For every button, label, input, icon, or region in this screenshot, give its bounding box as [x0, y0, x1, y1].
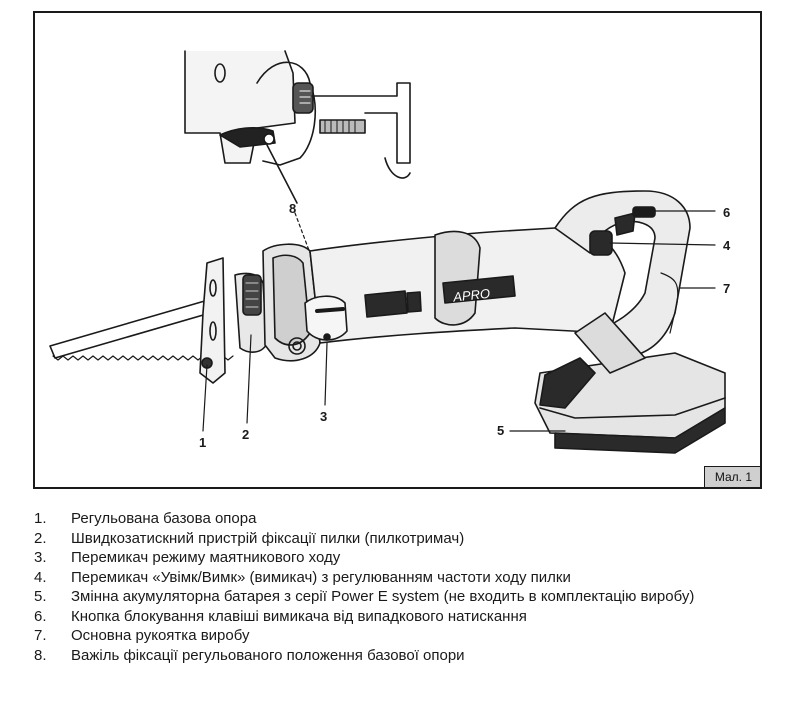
callout-1: 1 — [199, 435, 207, 450]
legend-text: Швидкозатискний пристрій фіксації пилки … — [71, 529, 465, 547]
legend-number: 7. — [34, 627, 47, 644]
callout-7: 7 — [723, 281, 731, 296]
legend-number: 3. — [34, 549, 47, 566]
legend-text: Регульована базова опора — [71, 510, 257, 527]
legend-item: 7. Основна рукоятка виробу — [34, 626, 768, 646]
legend-number: 5. — [34, 588, 47, 605]
parts-legend: 1. Регульована базова опора 2. Швидкозатис… — [34, 509, 768, 665]
legend-text: Кнопка блокування клавіші вимикача від в… — [71, 607, 527, 625]
legend-text: Важіль фіксації регульованого положення … — [71, 646, 465, 664]
figure-frame: APRO 8 1 2 3 6 4 7 5 Мал. 1 — [33, 11, 762, 489]
reciprocating-saw-illustration: APRO — [49, 50, 726, 454]
callout-4: 4 — [723, 238, 731, 253]
callout-3: 3 — [320, 409, 328, 424]
legend-item: 2. Швидкозатискний пристрій фіксації пилк… — [34, 529, 768, 549]
legend-item: 8. Важіль фіксації регульованого положенн… — [34, 646, 768, 666]
callout-5: 5 — [497, 423, 505, 438]
legend-item: 1. Регульована базова опора — [34, 509, 768, 529]
inset-detail — [184, 50, 411, 204]
callout-2: 2 — [242, 427, 250, 442]
legend-item: 6. Кнопка блокування клавіші вимикача від… — [34, 607, 768, 627]
legend-number: 4. — [34, 568, 47, 586]
callout-leaders — [202, 210, 716, 432]
legend-number: 2. — [34, 529, 47, 547]
legend-text: Перемикач «Увімк/Вимк» (вимикач) з регул… — [71, 568, 571, 586]
brand-logo-text: APRO — [452, 286, 491, 305]
legend-item: 5. Змінна акумуляторна батарея з серії Po… — [34, 587, 768, 607]
legend-item: 4. Перемикач «Увімк/Вимк» (вимикач) з рег… — [34, 568, 768, 588]
saw-body — [49, 190, 726, 454]
callout-6: 6 — [723, 205, 731, 220]
legend-text: Змінна акумуляторна батарея з серії Powe… — [71, 588, 695, 605]
figure-label: Мал. 1 — [703, 466, 760, 487]
legend-number: 1. — [34, 510, 47, 527]
legend-text: Основна рукоятка виробу — [71, 627, 250, 644]
legend-text: Перемикач режиму маятникового ходу — [71, 549, 341, 566]
legend-number: 6. — [34, 607, 47, 625]
legend-item: 3. Перемикач режиму маятникового ходу — [34, 548, 768, 568]
legend-number: 8. — [34, 646, 47, 664]
callout-8: 8 — [289, 201, 297, 216]
